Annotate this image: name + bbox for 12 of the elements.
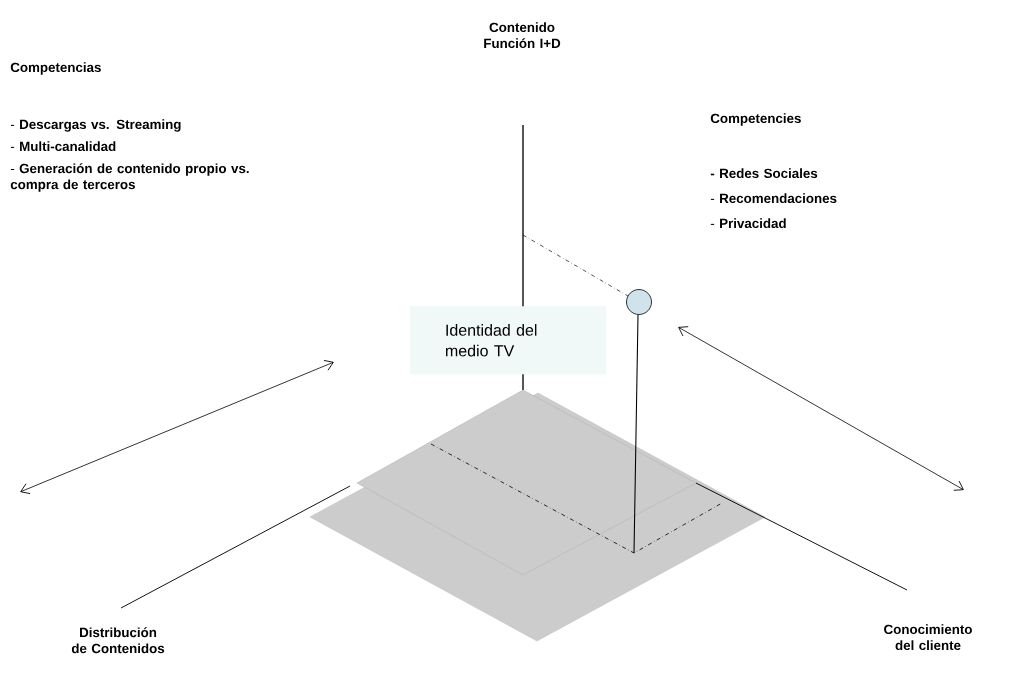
list-item: - Privacidad: [710, 218, 786, 229]
list-item: - Multi-canalidad: [10, 141, 116, 152]
axis-label: Distribución de Contenidos: [71, 627, 165, 654]
list-item: - Descargas vs. Streaming: [10, 119, 181, 132]
heading: Competencias: [10, 62, 101, 75]
heading: Competencies: [710, 113, 801, 126]
axis-label: Contenido Función I+D: [484, 22, 561, 49]
info-box: Identidad del medio TV: [410, 306, 607, 375]
list-item: - Redes Sociales: [710, 168, 818, 179]
list-item: - Recomendaciones: [710, 193, 837, 204]
axis-label: Conocimiento del cliente: [884, 624, 972, 651]
list-item: - Generación de contenido propio vs. compra de terceros: [10, 163, 249, 192]
